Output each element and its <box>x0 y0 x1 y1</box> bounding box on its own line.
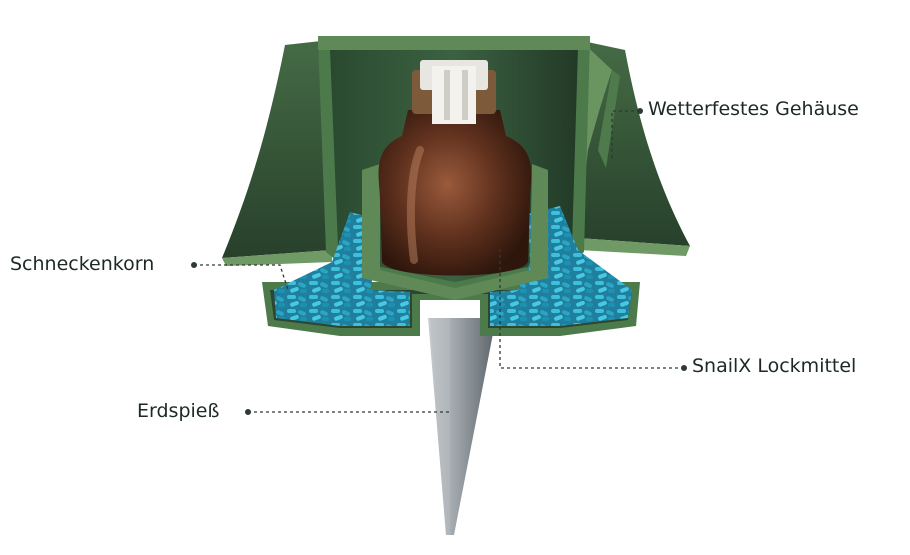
label-snailx-attractant: SnailX Lockmittel <box>692 355 857 377</box>
housing-skirt-right <box>578 40 690 246</box>
pellets-right <box>490 206 632 326</box>
label-slug-pellets: Schneckenkorn <box>10 253 155 275</box>
pellets-left <box>274 212 410 326</box>
label-ground-spike: Erdspieß <box>137 400 220 422</box>
leader-lines <box>194 110 684 413</box>
label-weatherproof-housing: Wetterfestes Gehäuse <box>648 98 859 120</box>
housing-skirt-left <box>222 40 332 258</box>
